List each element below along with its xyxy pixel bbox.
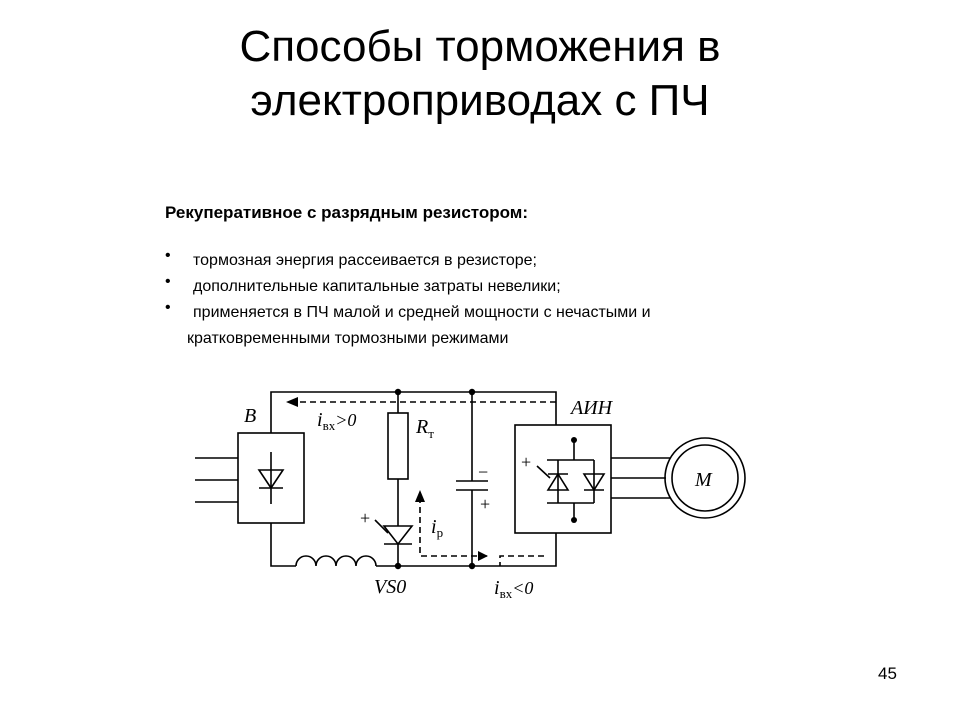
bullet-item: •дополнительные капитальные затраты неве… [165,273,825,300]
label-resistor-current: iр [431,516,443,540]
junction-dot [468,388,476,396]
title-line-2: электроприводах с ПЧ [250,76,710,125]
junction-dot [394,388,402,396]
current-path-bottom [499,555,544,566]
bullet-continuation: кратковременными тормозными режимами [187,330,509,347]
arrow-left-icon [478,551,488,561]
bullet-item: •применяется в ПЧ малой и средней мощнос… [165,299,825,326]
bullet-dot-icon: • [165,247,171,264]
dc-bus-bottom-right [376,533,557,567]
inverter-box [514,424,612,534]
dc-bus-top [270,391,557,433]
label-thyristor: VS0 [374,576,406,598]
bullet-list: •тормозная энергия рассеивается в резист… [165,247,825,352]
current-path-resistor [419,497,490,557]
label-input-current-negative: iвх<0 [494,577,533,601]
section-subtitle: Рекуперативное с разрядным резистором: [165,203,529,222]
transistor-icon [546,472,570,491]
brake-resistor [387,412,409,480]
label-resistor: Rт [415,416,434,441]
thyristor-gate [374,519,389,534]
bullet-dot-icon: • [165,273,171,290]
motor-inner-icon [671,444,739,512]
label-capacitor-minus: − [478,462,488,482]
label-thyristor-plus: + [360,508,370,528]
label-transistor-plus: + [521,452,531,472]
rectifier-diode-icon [257,469,285,490]
label-rectifier: В [244,405,256,427]
thyristor-icon [382,525,414,546]
label-motor: M [694,469,713,491]
dc-bus-bottom-left [270,523,296,567]
transistor-gate [536,465,551,479]
bullet-item: •тормозная энергия рассеивается в резист… [165,247,825,274]
motor-outer-icon [664,437,746,519]
inverter-diode-icon [582,473,606,492]
slide-title: Способы торможения в электроприводах с П… [0,20,960,128]
label-inverter: АИН [569,397,614,419]
label-capacitor-plus: + [480,494,490,514]
page-number: 45 [878,664,897,683]
title-line-1: Способы торможения в [239,22,721,71]
junction-dot [394,562,402,570]
arrow-up-icon [415,490,425,502]
label-input-current-positive: iвх>0 [317,409,356,433]
arrow-left-icon [286,397,298,407]
inductor-icon [295,555,377,567]
bullet-dot-icon: • [165,299,171,316]
junction-dot [571,517,577,523]
junction-dot [468,562,476,570]
junction-dot [571,437,577,443]
